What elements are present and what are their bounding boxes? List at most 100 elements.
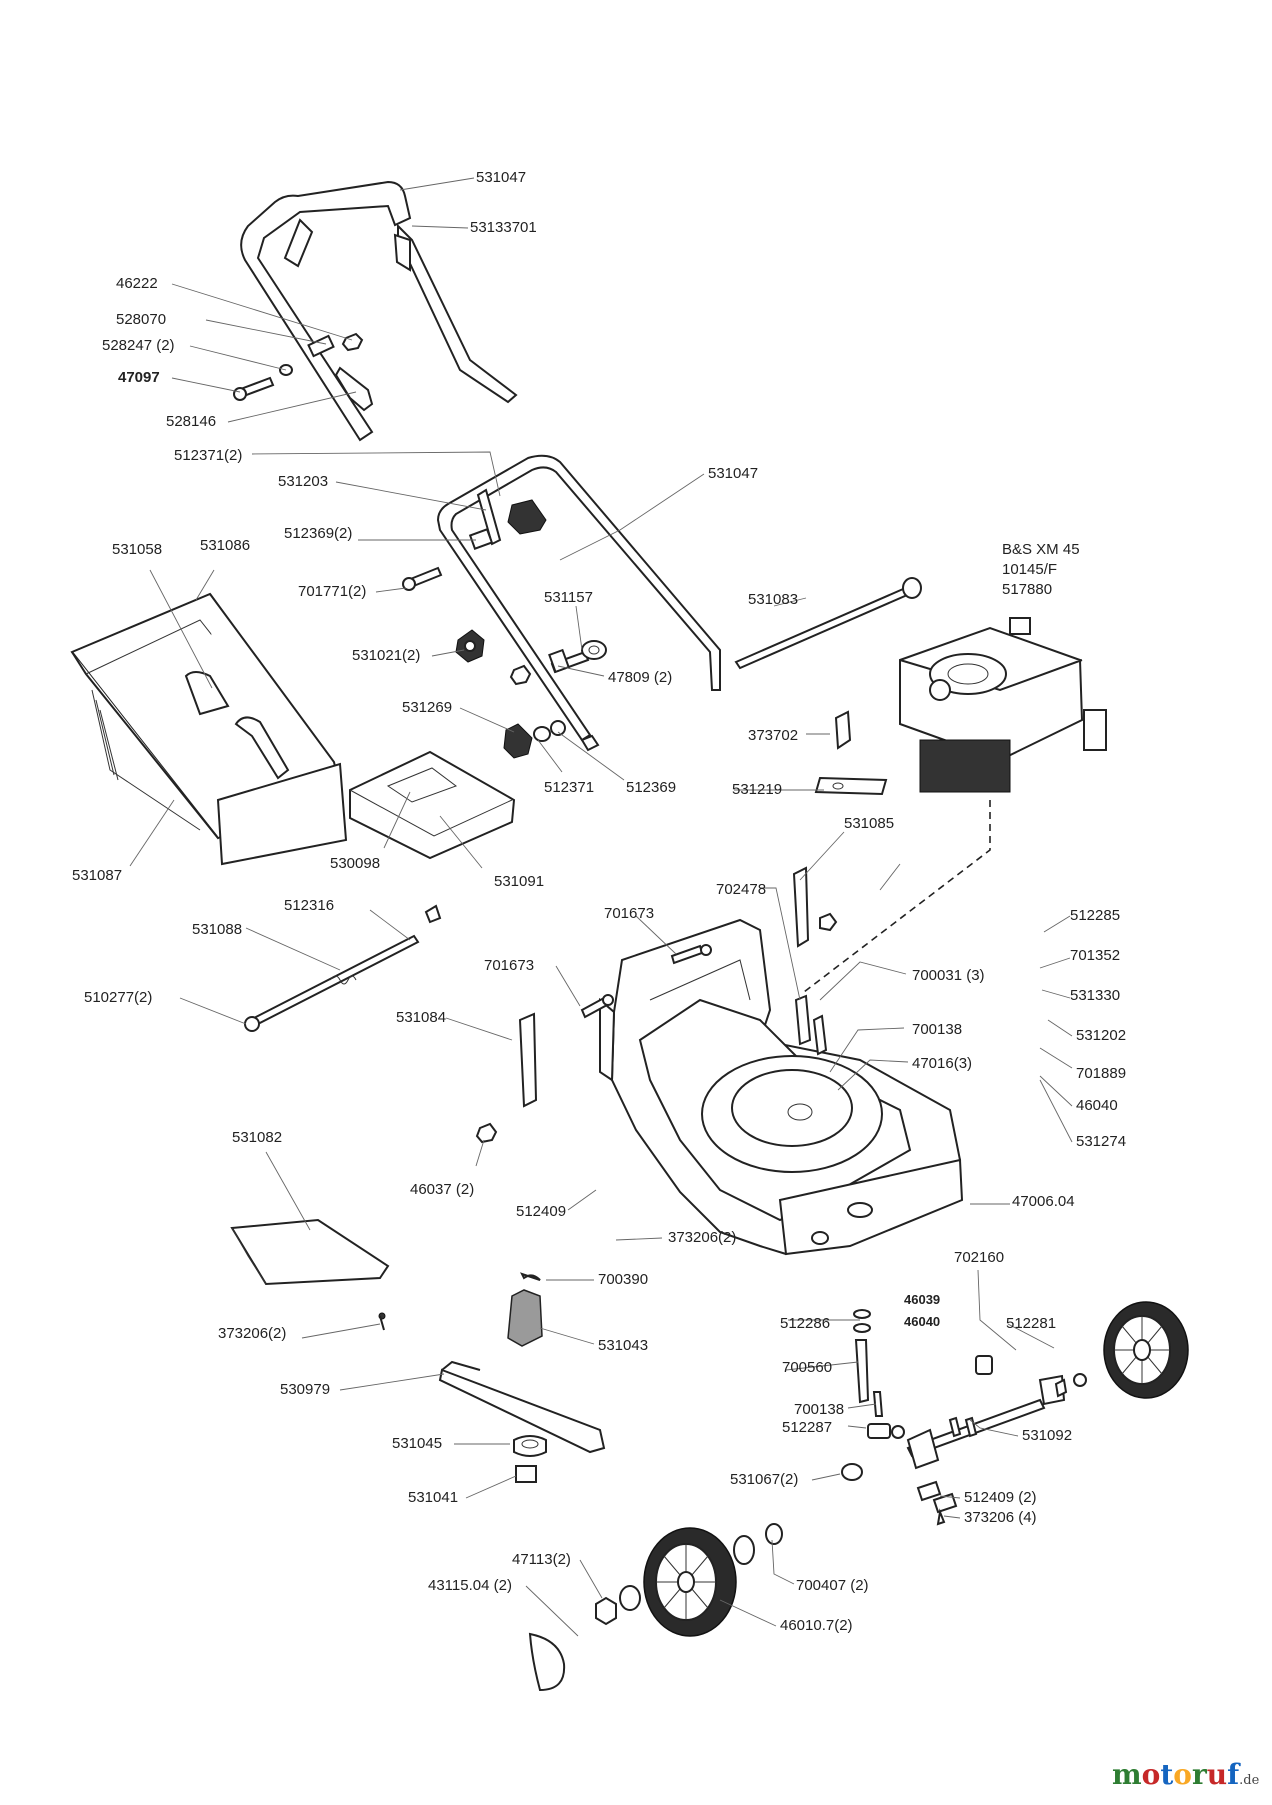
label-373702: 373702 — [748, 727, 799, 744]
flap-cover-531091 — [349, 750, 516, 860]
label-528247: 528247 (2) — [102, 337, 175, 354]
label-531091: 531091 — [494, 873, 545, 890]
label-373206-b: 373206(2) — [218, 1325, 287, 1342]
label-46040-a: 46040 — [1076, 1097, 1118, 1114]
engine-number-label: 517880 — [1002, 581, 1053, 598]
label-47113: 47113(2) — [512, 1551, 571, 1568]
label-512371: 512371 — [544, 779, 595, 796]
label-531043: 531043 — [598, 1337, 649, 1354]
handle-bolts — [402, 566, 607, 759]
logo-letter: r — [1191, 1758, 1207, 1791]
label-512285: 512285 — [1070, 907, 1121, 924]
label-512369-2: 512369(2) — [284, 525, 353, 542]
label-531202: 531202 — [1076, 1027, 1127, 1044]
label-702478: 702478 — [716, 881, 767, 898]
engine-type-label: 10145/F — [1002, 561, 1058, 578]
label-700138-a: 700138 — [912, 1021, 963, 1038]
rear-flap-spring-531088 — [244, 904, 442, 1032]
label-700138-b: 700138 — [794, 1401, 845, 1418]
label-531083: 531083 — [748, 591, 799, 608]
label-373206-c: 373206 (4) — [964, 1509, 1037, 1526]
label-531021: 531021(2) — [352, 647, 421, 664]
label-531274: 531274 — [1076, 1133, 1127, 1150]
label-531047-top: 531047 — [476, 169, 527, 186]
logo-letter: o — [1173, 1758, 1192, 1791]
label-531219: 531219 — [732, 781, 783, 798]
label-531067: 531067(2) — [730, 1471, 799, 1488]
label-512369: 512369 — [626, 779, 677, 796]
label-512316: 512316 — [284, 897, 335, 914]
label-530979: 530979 — [280, 1381, 331, 1398]
logo-letter: t — [1160, 1758, 1174, 1791]
label-373206-a: 373206(2) — [668, 1229, 737, 1246]
label-531085: 531085 — [844, 815, 895, 832]
logo-letter: u — [1206, 1758, 1228, 1791]
label-46040-b: 46040 — [904, 1314, 941, 1329]
upper-handle-531047 — [240, 180, 518, 442]
logo-suffix: .de — [1239, 1773, 1260, 1788]
label-700560: 700560 — [782, 1359, 833, 1376]
deflector-plate-531082 — [230, 1218, 390, 1331]
label-531041: 531041 — [408, 1489, 459, 1506]
label-531047-mid: 531047 — [708, 465, 759, 482]
label-531203: 531203 — [278, 473, 329, 490]
label-512287: 512287 — [782, 1419, 833, 1436]
label-531087: 531087 — [72, 867, 123, 884]
label-528070: 528070 — [116, 311, 167, 328]
label-510277: 510277(2) — [84, 989, 153, 1006]
label-512286: 512286 — [780, 1315, 831, 1332]
label-46037: 46037 (2) — [410, 1181, 475, 1198]
label-531058: 531058 — [112, 541, 163, 558]
label-512281: 512281 — [1006, 1315, 1057, 1332]
lower-handle-531047 — [436, 454, 721, 752]
label-512409-a: 512409 — [516, 1203, 567, 1220]
logo-letter: m — [1112, 1758, 1142, 1791]
handle-lever-531203 — [468, 488, 547, 550]
label-53133701: 53133701 — [470, 219, 537, 236]
small-brackets — [475, 710, 888, 1144]
label-701771: 701771(2) — [298, 583, 367, 600]
rear-axle-hardware — [841, 1309, 1087, 1526]
label-47097: 47097 — [118, 369, 160, 386]
label-512409-b: 512409 (2) — [964, 1489, 1037, 1506]
label-700390: 700390 — [598, 1271, 649, 1288]
label-700407: 700407 (2) — [796, 1577, 869, 1594]
label-701673-b: 701673 — [484, 957, 535, 974]
label-701673-a: 701673 — [604, 905, 655, 922]
label-47006: 47006.04 — [1012, 1193, 1075, 1210]
label-47809: 47809 (2) — [608, 669, 673, 686]
grass-bag-531087 — [70, 592, 348, 866]
engine-b-and-s — [803, 617, 1107, 993]
logo-letter: f — [1227, 1758, 1240, 1791]
label-531330: 531330 — [1070, 987, 1121, 1004]
label-700031: 700031 (3) — [912, 967, 985, 984]
deck-bolts — [580, 944, 828, 1056]
label-46010: 46010.7(2) — [780, 1617, 853, 1634]
label-46222: 46222 — [116, 275, 158, 292]
front-wheel — [528, 1523, 783, 1692]
label-531157: 531157 — [544, 589, 593, 606]
label-530098: 530098 — [330, 855, 381, 872]
label-531045: 531045 — [392, 1435, 443, 1452]
rear-wheel — [1103, 1301, 1189, 1399]
logo-letter: o — [1141, 1758, 1161, 1791]
label-46039: 46039 — [904, 1292, 941, 1307]
label-531088: 531088 — [192, 921, 243, 938]
site-logo: motoruf.de — [1112, 1758, 1259, 1791]
label-531084: 531084 — [396, 1009, 447, 1026]
label-531082: 531082 — [232, 1129, 283, 1146]
label-531269: 531269 — [402, 699, 453, 716]
label-701352: 701352 — [1070, 947, 1121, 964]
leader-lines — [129, 177, 1073, 1637]
label-701889: 701889 — [1076, 1065, 1127, 1082]
blade-assembly — [438, 1272, 606, 1483]
label-528146: 528146 — [166, 413, 217, 430]
axle-rod-531083 — [734, 577, 922, 670]
label-531092: 531092 — [1022, 1427, 1073, 1444]
label-47016: 47016(3) — [912, 1055, 973, 1072]
label-702160: 702160 — [954, 1249, 1005, 1266]
mower-deck-47006 — [599, 918, 964, 1256]
label-43115: 43115.04 (2) — [428, 1577, 512, 1594]
